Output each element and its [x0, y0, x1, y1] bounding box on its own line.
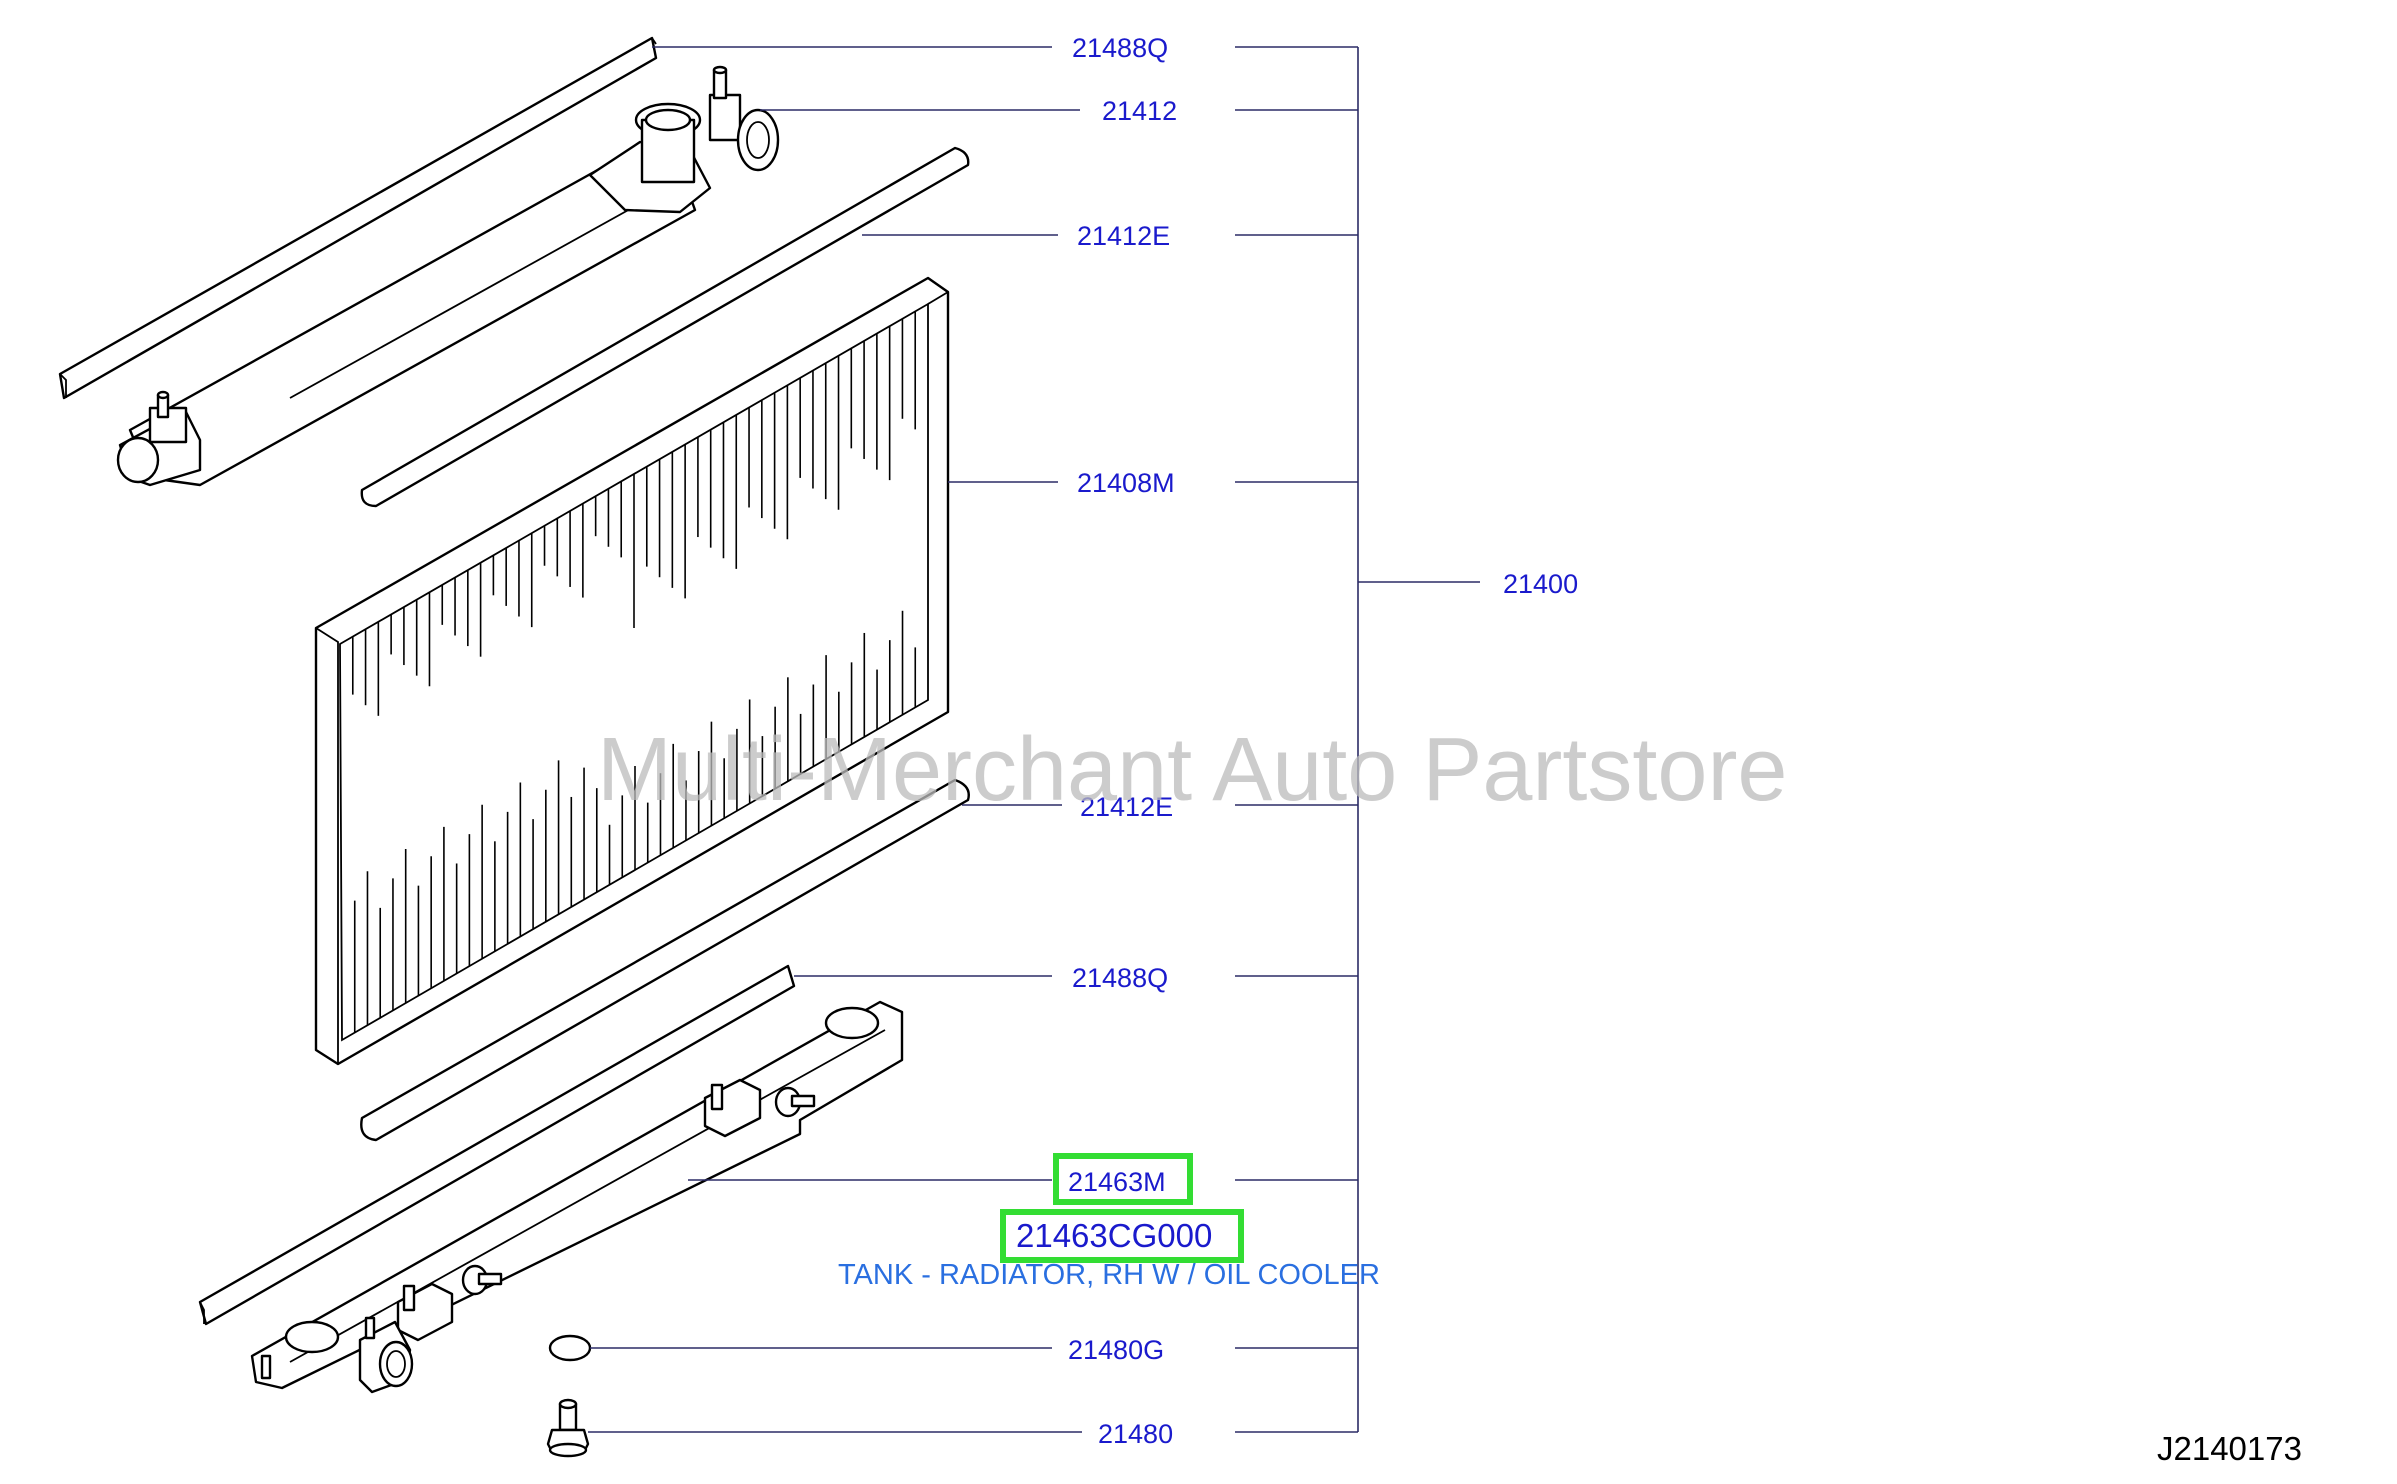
label-assembly[interactable]: 21400: [1503, 569, 1578, 599]
label-upper-tank[interactable]: 21412: [1102, 96, 1177, 126]
label-lower-strip[interactable]: 21488Q: [1072, 963, 1168, 993]
highlight-part-number[interactable]: 21463CG000: [1016, 1217, 1212, 1254]
gasket-part: [548, 1334, 592, 1362]
label-lower-tank[interactable]: 21463M: [1068, 1167, 1166, 1197]
label-lower-seal[interactable]: 21412E: [1080, 792, 1173, 822]
label-upper-seal[interactable]: 21412E: [1077, 221, 1170, 251]
label-drain-plug[interactable]: 21480: [1098, 1419, 1173, 1449]
highlight-description: TANK - RADIATOR, RH W / OIL COOLER: [838, 1259, 1380, 1291]
label-gasket[interactable]: 21480G: [1068, 1335, 1164, 1365]
top-strip-part: [58, 36, 658, 400]
callout-labels: 21488Q 21412 21412E 21408M 21400 21412E …: [1068, 33, 1578, 1449]
lower-strip-part: [198, 964, 796, 1326]
upper-tank-part: [116, 65, 780, 487]
leader-lines: [588, 46, 1480, 1433]
lower-tank-part: [250, 1000, 904, 1394]
core-fins: [351, 311, 917, 1033]
diagram-reference: J2140173: [2157, 1430, 2302, 1467]
label-core[interactable]: 21408M: [1077, 468, 1175, 498]
drain-plug-part: [546, 1398, 590, 1458]
core-part: [314, 276, 950, 1066]
upper-seal-part: [360, 146, 970, 508]
label-top-strip[interactable]: 21488Q: [1072, 33, 1168, 63]
watermark-text: Multi-Merchant Auto Partstore: [597, 720, 1787, 820]
highlight-box-21463m: [1053, 1153, 1193, 1205]
lower-seal-part: [360, 778, 970, 1142]
highlight-box-part-number: [1000, 1209, 1244, 1263]
